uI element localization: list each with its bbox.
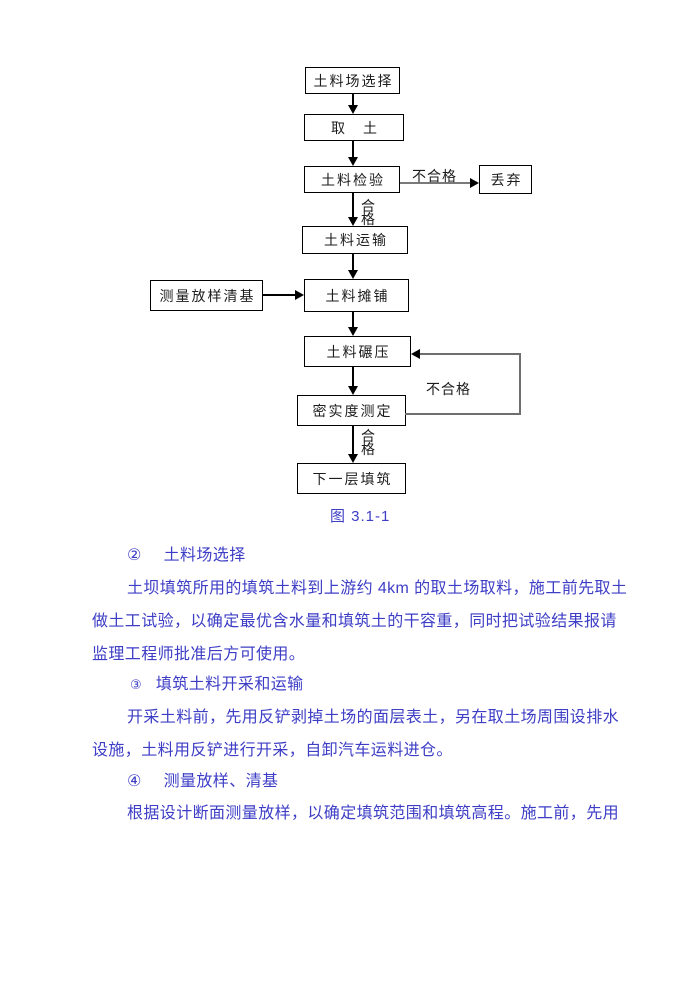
arrowhead-down-icon	[348, 217, 358, 226]
figure-caption: 图 3.1-1	[330, 508, 391, 525]
flow-node-rolling: 土料碾压	[304, 336, 411, 367]
flow-node-site-selection: 土料场选择	[305, 67, 400, 94]
paragraph-line: 根据设计断面测量放样，以确定填筑范围和填筑高程。施工前，先用	[127, 805, 620, 822]
heading-number: ②	[127, 547, 142, 564]
heading-text: 填筑土料开采和运输	[155, 676, 304, 693]
flow-node-next-layer: 下一层填筑	[297, 463, 406, 494]
arrow-take-to-inspect	[352, 141, 354, 158]
flow-node-density-test: 密实度测定	[297, 395, 406, 426]
arrow-survey-to-spread	[263, 294, 296, 296]
heading-excavation-transport: ③ 填筑土料开采和运输	[130, 670, 304, 694]
paragraph-line: 监理工程师批准后方可使用。	[92, 646, 306, 663]
paragraph-line: 做土工试验，以确定最优含水量和填筑土的干容重，同时把试验结果报请	[92, 613, 617, 630]
loop-line-right	[519, 353, 521, 415]
arrowhead-down-icon	[348, 270, 358, 279]
arrowhead-down-icon	[348, 157, 358, 166]
flow-node-survey-clearing: 测量放样清基	[150, 280, 263, 311]
heading-survey-clearing: ④ 测量放样、清基	[127, 767, 278, 791]
flow-node-discard: 丢弃	[479, 165, 532, 194]
loop-line-top	[420, 353, 521, 355]
arrow-inspect-to-discard	[400, 182, 471, 184]
arrowhead-right-icon	[295, 290, 304, 300]
heading-number: ③	[130, 677, 143, 692]
label-inspect-fail: 不合格	[412, 168, 457, 184]
arrow-inspect-to-transport	[352, 193, 354, 218]
arrow-site-to-take	[352, 94, 354, 106]
arrow-density-to-next	[352, 426, 354, 455]
arrowhead-down-icon	[348, 327, 358, 336]
paragraph-line: 开采土料前，先用反铲剥掉土场的面层表土，另在取土场周围设排水	[127, 709, 620, 726]
flow-node-transport: 土料运输	[302, 226, 408, 254]
flow-node-spreading: 土料摊铺	[304, 279, 409, 312]
label-density-pass: 合格	[361, 428, 375, 457]
label-inspect-pass: 合格	[361, 198, 375, 227]
flow-node-take-soil: 取 土	[304, 114, 404, 141]
heading-text: 测量放样、清基	[163, 773, 279, 790]
heading-site-selection: ② 土料场选择	[127, 541, 246, 565]
arrowhead-down-icon	[348, 386, 358, 395]
arrow-transport-to-spread	[352, 254, 354, 271]
heading-number: ④	[127, 773, 142, 790]
loop-line-bottom	[405, 413, 521, 415]
heading-text: 土料场选择	[163, 547, 246, 564]
arrow-spread-to-roll	[352, 312, 354, 328]
arrowhead-left-icon	[411, 349, 420, 359]
paragraph-line: 设施，土料用反铲进行开采，自卸汽车运料进仓。	[92, 742, 453, 759]
paragraph-line: 土坝填筑所用的填筑土料到上游约 4km 的取土场取料，施工前先取土	[127, 580, 628, 597]
arrowhead-right-icon	[470, 178, 479, 188]
flow-node-inspection: 土料检验	[304, 166, 400, 193]
arrowhead-down-icon	[348, 454, 358, 463]
arrowhead-down-icon	[348, 105, 358, 114]
label-density-fail: 不合格	[426, 381, 471, 397]
arrow-roll-to-density	[352, 367, 354, 387]
